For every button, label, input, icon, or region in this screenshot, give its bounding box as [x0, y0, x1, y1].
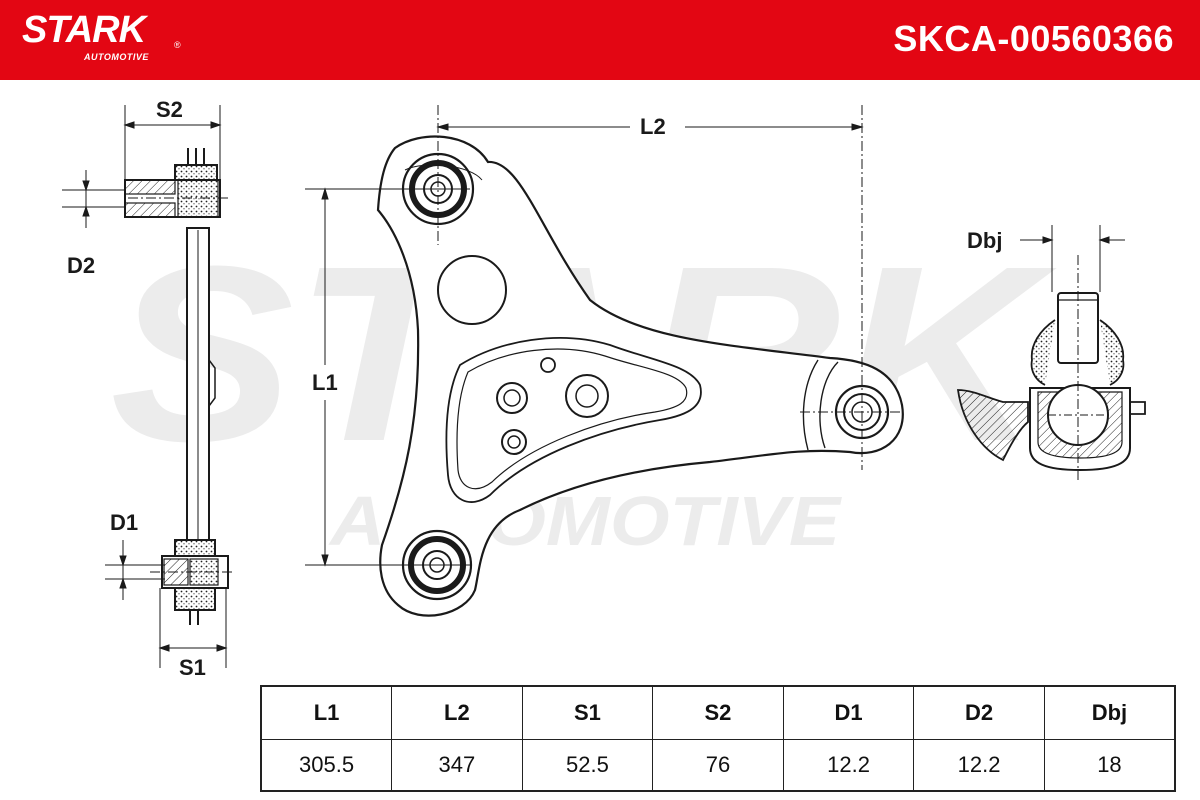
- specs-header-d1: D1: [782, 685, 915, 740]
- dim-label-l2: L2: [640, 114, 666, 139]
- side-view-dimensions: [62, 105, 228, 668]
- dim-label-s2: S2: [156, 97, 183, 122]
- specs-value-d1: 12.2: [782, 739, 915, 792]
- specs-value-d2: 12.2: [913, 739, 1045, 792]
- specs-header-l2: L2: [391, 685, 523, 740]
- control-arm-dimensions: [305, 105, 900, 567]
- specs-table: L1 L2 S1 S2 D1 D2 Dbj 305.5 347 52.5 76 …: [260, 685, 1176, 792]
- specs-header-d2: D2: [913, 685, 1045, 740]
- specs-header-dbj: Dbj: [1043, 685, 1176, 740]
- specs-value-l1: 305.5: [260, 739, 393, 792]
- specs-value-l2: 347: [391, 739, 523, 792]
- dim-label-d2: D2: [67, 253, 95, 278]
- specs-header-l1: L1: [260, 685, 393, 740]
- ball-joint-section: [956, 255, 1146, 480]
- ball-joint-dimensions: [1020, 225, 1125, 292]
- brand-name: STARK: [22, 9, 146, 51]
- specs-value-s1: 52.5: [521, 739, 654, 792]
- side-view: [124, 148, 232, 625]
- dim-label-dbj: Dbj: [967, 228, 1002, 253]
- brand-logo: STARK ® AUTOMOTIVE: [22, 9, 181, 62]
- specs-header-s1: S1: [521, 685, 654, 740]
- specs-value-s2: 76: [652, 739, 784, 792]
- header-bar: STARK ® AUTOMOTIVE SKCA-00560366: [0, 0, 1200, 80]
- specs-header-row: L1 L2 S1 S2 D1 D2 Dbj: [260, 685, 1176, 740]
- specs-value-dbj: 18: [1043, 739, 1176, 792]
- dim-label-d1: D1: [110, 510, 138, 535]
- dim-label-l1: L1: [312, 370, 338, 395]
- technical-drawing: STARK AUTOMOTIVE: [62, 97, 1146, 680]
- brand-registered-mark: ®: [174, 40, 181, 50]
- specs-header-s2: S2: [652, 685, 784, 740]
- part-number: SKCA-00560366: [893, 18, 1174, 59]
- dim-label-s1: S1: [179, 655, 206, 680]
- specs-value-row: 305.5 347 52.5 76 12.2 12.2 18: [260, 739, 1176, 792]
- brand-subtitle: AUTOMOTIVE: [84, 52, 149, 62]
